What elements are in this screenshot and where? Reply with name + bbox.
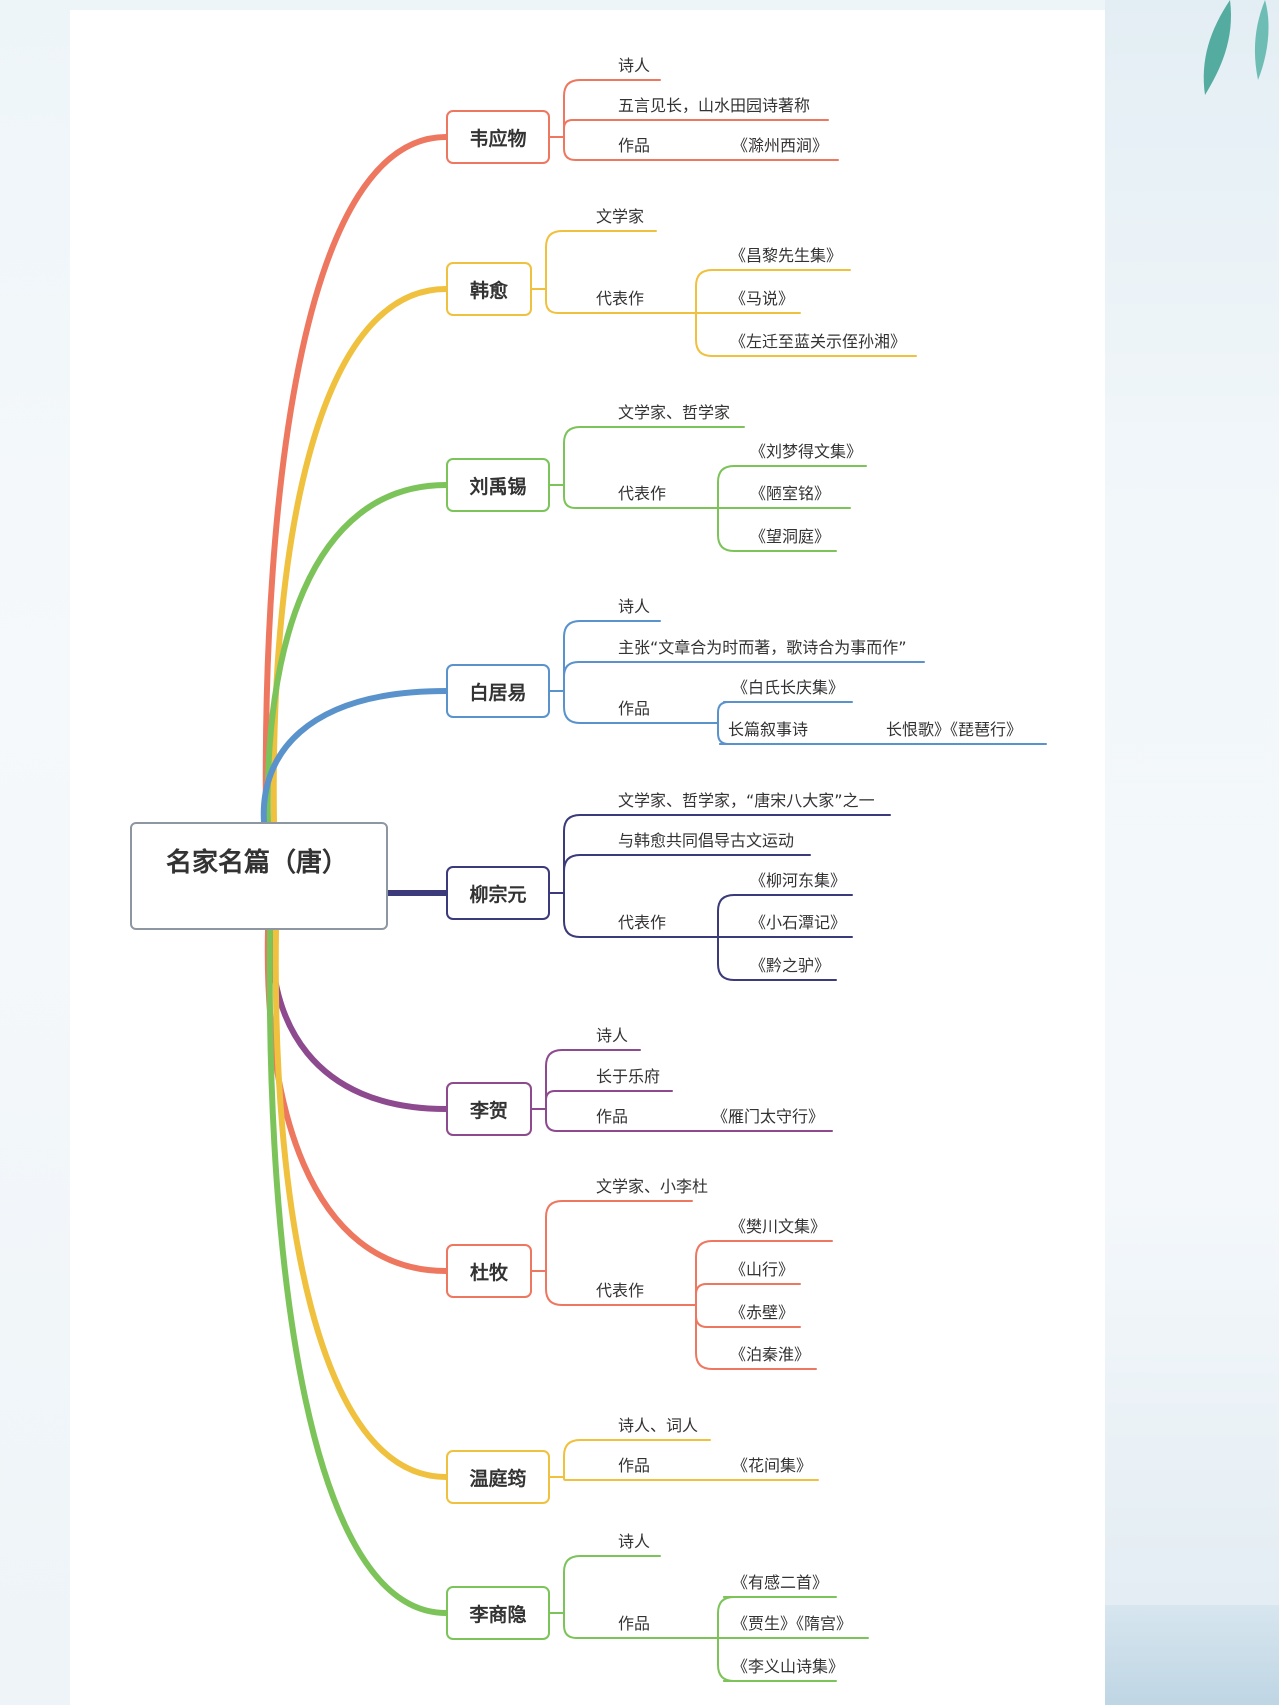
sub-connector <box>695 1283 723 1306</box>
leaf-label: 作品 <box>596 1107 629 1126</box>
sub-connector <box>695 269 723 314</box>
author-node: 李贺 <box>446 1082 532 1136</box>
leaf-label: 诗人 <box>596 1026 629 1045</box>
leaf-label: 《黔之驴》 <box>750 956 831 975</box>
leaf-label: 《小石潭记》 <box>750 913 847 932</box>
leaf-label: 作品 <box>618 699 651 718</box>
leaf-label: 文学家、哲学家 <box>618 403 731 422</box>
leaf-label: 《陋室铭》 <box>750 484 831 503</box>
leaf-label: 文学家、小李杜 <box>596 1177 709 1196</box>
leaf-label: 主张“文章合为时而著，歌诗合为事而作” <box>618 638 907 657</box>
leaf-connector <box>545 230 589 290</box>
leaf-label: 《贾生》《隋宫》 <box>732 1614 853 1633</box>
leaf-label: 《赤壁》 <box>730 1303 795 1322</box>
leaf-connector <box>563 426 611 486</box>
leaf-connector <box>563 79 611 138</box>
leaf-label: 诗人 <box>618 56 651 75</box>
branch-line <box>272 927 449 1480</box>
leaf-label: 《李义山诗集》 <box>732 1657 845 1676</box>
leaf-label: 文学家、哲学家，“唐宋八大家”之一 <box>618 791 875 810</box>
leaf-label: 作品 <box>618 1614 651 1633</box>
sub-connector <box>695 312 723 357</box>
decorative-background-panel <box>1105 0 1279 1705</box>
leaf-connector <box>563 620 611 692</box>
leaf-label: 《泊秦淮》 <box>730 1345 811 1364</box>
decorative-water-wash <box>1105 1605 1279 1705</box>
leaf-connector <box>563 484 611 509</box>
sub-connector <box>717 465 743 509</box>
leaf-label: 《刘梦得文集》 <box>750 442 863 461</box>
branch-line <box>260 688 449 825</box>
leaf-label: 五言见长，山水田园诗著称 <box>618 96 811 115</box>
author-node: 温庭筠 <box>446 1450 550 1504</box>
branch-line <box>268 927 449 1112</box>
leaf-label: 诗人 <box>618 597 651 616</box>
leaf-connector <box>563 1555 611 1614</box>
leaf-label: 《白氏长庆集》 <box>732 678 845 697</box>
author-node: 白居易 <box>446 664 550 718</box>
leaf-label: 代表作 <box>618 484 667 503</box>
leaf-label: 《柳河东集》 <box>750 871 847 890</box>
author-node: 韦应物 <box>446 110 550 164</box>
leaf-label: 《左迁至蓝关示侄孙湘》 <box>730 332 907 351</box>
branch-line <box>262 134 449 825</box>
root-topic: 名家名篇（唐） <box>130 822 388 930</box>
leaf-connector <box>563 690 611 724</box>
leaf-connector <box>545 1090 589 1110</box>
sub-connector <box>695 1240 723 1306</box>
leaf-connector <box>545 288 589 314</box>
sub-connector <box>717 701 729 724</box>
sub-connector <box>695 1304 723 1370</box>
leaf-connector <box>545 1270 589 1306</box>
sub-connector <box>717 507 743 552</box>
leaf-label: 《有感二首》 <box>732 1573 829 1592</box>
leaf-label: 《昌黎先生集》 <box>730 246 843 265</box>
sub-connector <box>695 1304 723 1328</box>
author-node: 刘禹锡 <box>446 458 550 512</box>
sub-connector <box>717 894 743 938</box>
leaf-label: 诗人、词人 <box>618 1416 699 1435</box>
leaf-label: 与韩愈共同倡导古文运动 <box>618 831 795 850</box>
author-node: 杜牧 <box>446 1244 532 1298</box>
leaf-label: 长篇叙事诗 <box>728 720 809 739</box>
leaf-label: 作品 <box>618 1456 651 1475</box>
branch-line <box>266 927 449 1616</box>
leaf-label: 《花间集》 <box>732 1456 813 1475</box>
leaf-label: 《望洞庭》 <box>750 527 831 546</box>
leaf-label: 《马说》 <box>730 289 795 308</box>
leaf-connector <box>563 814 611 894</box>
leaf-label: 代表作 <box>596 289 645 308</box>
leaf-label: 作品 <box>618 136 651 155</box>
leaf-connector <box>563 854 611 894</box>
leaf-label: 长恨歌》《琵琶行》 <box>886 720 1023 739</box>
bamboo-leaf-icon <box>1203 0 1269 95</box>
leaf-label: 诗人 <box>618 1532 651 1551</box>
leaf-label: 长于乐府 <box>596 1067 661 1086</box>
leaf-label: 《雁门太守行》 <box>712 1107 825 1126</box>
leaf-label: 代表作 <box>618 913 667 932</box>
leaf-connector <box>563 892 611 938</box>
sub-connector <box>717 722 729 745</box>
leaf-connector <box>563 661 611 692</box>
author-node: 柳宗元 <box>446 866 550 920</box>
leaf-label: 《滁州西涧》 <box>732 136 829 155</box>
leaf-connector <box>545 1108 589 1132</box>
leaf-label: 代表作 <box>596 1281 645 1300</box>
leaf-connector <box>563 136 611 161</box>
branch-line <box>264 482 449 825</box>
author-node: 韩愈 <box>446 262 532 316</box>
leaf-connector <box>545 1049 589 1110</box>
leaf-label: 《山行》 <box>730 1260 795 1279</box>
sub-connector <box>717 936 743 981</box>
leaf-connector <box>563 1612 611 1639</box>
leaf-connector <box>563 1476 611 1481</box>
leaf-label: 文学家 <box>596 207 645 226</box>
leaf-connector <box>563 119 611 138</box>
leaf-label: 《樊川文集》 <box>730 1217 827 1236</box>
leaf-connector <box>563 1439 611 1478</box>
leaf-connector <box>545 1200 589 1272</box>
author-node: 李商隐 <box>446 1586 550 1640</box>
